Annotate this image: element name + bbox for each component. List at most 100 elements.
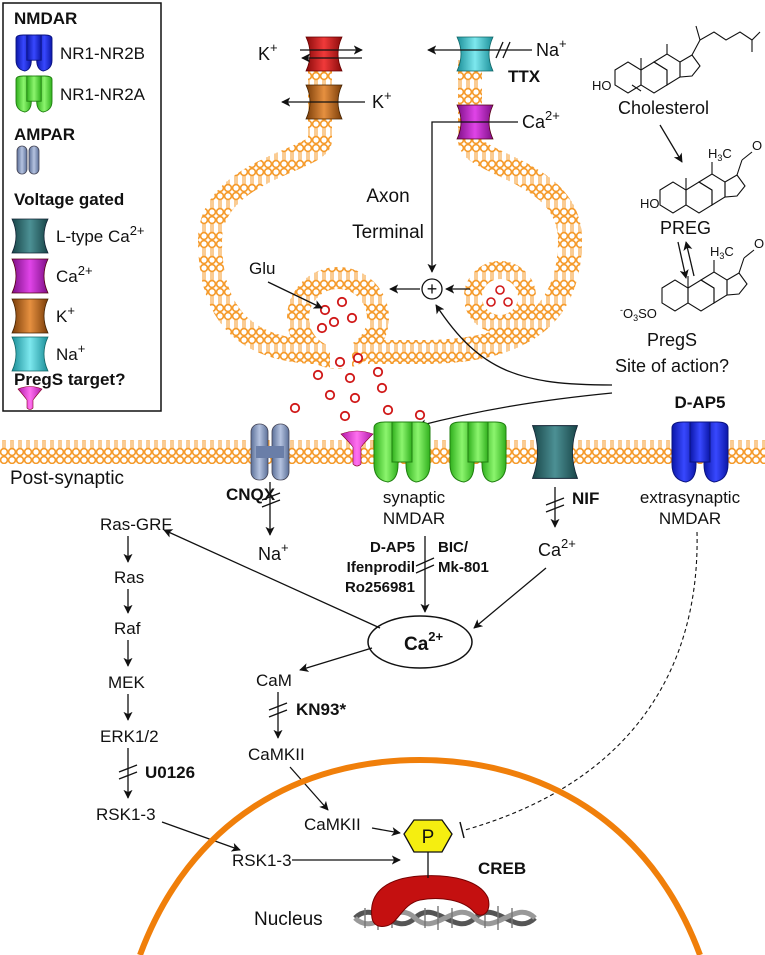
site-of-action-label: Site of action?: [615, 356, 729, 376]
nif-block-mark-2: [545, 504, 565, 513]
legend-ltype-icon: [11, 218, 49, 254]
dap5-top-label: D-AP5: [674, 393, 725, 412]
extrasynaptic-label-2: NMDAR: [659, 509, 721, 528]
rasgrf-label: Ras-GRF: [100, 515, 172, 534]
preg-ho: HO: [640, 196, 660, 211]
nif-label: NIF: [572, 489, 599, 508]
legend-nmdar-heading: NMDAR: [14, 9, 77, 28]
glu-arrow: [267, 281, 323, 309]
legend-nr2a-icon: [15, 75, 53, 113]
cholesterol-label: Cholesterol: [618, 98, 709, 118]
k-label-top: K+: [258, 40, 278, 64]
pregs-h3c: H3C: [710, 244, 734, 261]
postsynaptic-label: Post-synaptic: [10, 468, 124, 489]
preg-o: O: [752, 138, 762, 153]
ca-influx-arrow: [427, 121, 518, 273]
cnqx-label: CNQX: [226, 485, 276, 504]
preg-label: PREG: [660, 218, 711, 238]
cnqx-block-mark-1: [261, 492, 281, 501]
pregs-o: O: [754, 236, 764, 251]
inhibitor-bic: BIC/: [438, 539, 469, 556]
axon-terminal-membrane: [197, 60, 583, 364]
legend-pregs-target-icon: [17, 386, 43, 410]
legend-nr2b-icon: [15, 34, 53, 72]
legend-na-text: Na+: [56, 341, 85, 364]
ltype-ca-channel: [531, 424, 579, 480]
creb-label: CREB: [478, 859, 526, 878]
ca-central-label: Ca2+: [404, 629, 444, 655]
ca-central-ellipse: [367, 615, 473, 669]
nucleus-label: Nucleus: [254, 909, 323, 930]
synaptic-label-2: NMDAR: [383, 509, 445, 528]
camkii-nuclear-label: CaMKII: [304, 815, 361, 834]
nmdar-block-mark-2: [415, 564, 435, 574]
ras-label: Ras: [114, 568, 144, 587]
inhibitor-mk801: Mk-801: [438, 559, 489, 576]
legend-nr2a-label: NR1-NR2A: [60, 85, 146, 104]
legend-panel: NMDAR NR1-NR2B NR1-NR2A AMPAR Voltage ga…: [2, 2, 162, 412]
nmdar-block-mark-1: [415, 557, 435, 567]
ca-to-rasgrf-arrow: [163, 529, 381, 629]
kn93-label: KN93*: [296, 700, 346, 719]
axon-label: Axon: [366, 186, 409, 207]
legend-k-text: K+: [56, 303, 75, 326]
legend-ca-text: Ca2+: [56, 263, 93, 286]
phosphate-badge: [403, 819, 453, 853]
legend-voltage-heading: Voltage gated: [14, 190, 124, 209]
nif-block-mark-1: [545, 497, 565, 506]
pregs-structure: [661, 249, 755, 312]
legend-ltype-text: L-type Ca2+: [56, 223, 145, 246]
extrasynaptic-label-1: extrasynaptic: [640, 488, 741, 507]
rsk-label: RSK1-3: [96, 805, 156, 824]
pregs-to-terminal-arrow: [435, 304, 613, 386]
pregs-o3so: -O3SO: [620, 305, 657, 323]
legend-ca-icon: [11, 258, 49, 294]
preg-to-pregs-arrow: [677, 241, 689, 279]
ltype-ca-to-central-arrow: [473, 567, 547, 629]
na-label-post: Na+: [258, 540, 289, 564]
erk-label: ERK1/2: [100, 727, 159, 746]
ca-to-cam-arrow: [299, 647, 373, 672]
plus-sign: +: [427, 279, 438, 299]
legend-k-icon: [11, 298, 49, 334]
pregs-label: PregS: [647, 330, 697, 350]
camkii-label: CaMKII: [248, 745, 305, 764]
cam-label: CaM: [256, 671, 292, 690]
ampar-channel: [250, 423, 290, 481]
ttx-block-mark-2: [502, 41, 511, 59]
cholesterol-to-preg-arrow: [659, 124, 683, 163]
na-label-terminal: Na+: [536, 36, 567, 60]
inhibitor-ifenprodil: Ifenprodil: [347, 559, 415, 576]
k-channel-red: [305, 36, 343, 72]
inhibitor-dap5: D-AP5: [370, 539, 415, 556]
u0126-block-mark-1: [118, 764, 138, 773]
na-channel-terminal: [456, 36, 494, 72]
preg-h3c: H3C: [708, 146, 732, 163]
raf-label: Raf: [114, 619, 141, 638]
cholesterol-structure: [614, 25, 761, 94]
rsk-nuclear-label: RSK1-3: [232, 851, 292, 870]
glutamate-dots: [289, 296, 426, 422]
glu-label: Glu: [249, 259, 275, 278]
cnqx-block-mark-2: [261, 499, 281, 508]
preg-structure: [659, 151, 753, 214]
extrasynaptic-inhibition-line: [464, 531, 698, 831]
pregs-to-postsynaptic-arrow: [417, 392, 613, 429]
mek-label: MEK: [108, 673, 146, 692]
free-vesicle: [464, 261, 536, 333]
kn93-block-mark-1: [268, 702, 288, 711]
cholesterol-ho: HO: [592, 78, 612, 93]
legend-nr2b-label: NR1-NR2B: [60, 44, 145, 63]
camkii-to-p-arrow: [371, 827, 401, 837]
legend-na-icon: [11, 336, 49, 372]
nr2a-channel: [449, 421, 507, 483]
inhibitor-ro256981: Ro256981: [345, 579, 415, 596]
pregs-target-icon: [340, 430, 374, 467]
nucleus-envelope: [137, 756, 703, 955]
creb-protein: [371, 875, 490, 927]
u0126-label: U0126: [145, 763, 195, 782]
camkii-translocation-arrow: [289, 766, 329, 811]
legend-pregs-heading: PregS target?: [14, 370, 125, 389]
k-label-middle: K+: [372, 88, 392, 112]
